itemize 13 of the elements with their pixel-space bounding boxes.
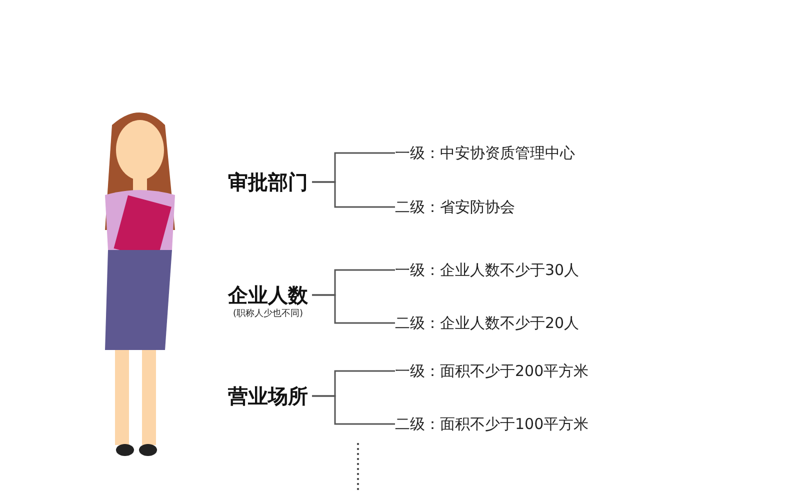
- requirement-text: 二级：面积不少于100平方米: [395, 414, 589, 435]
- requirement-text: 二级：省安防协会: [395, 197, 515, 218]
- requirement-text: 一级：中安协资质管理中心: [395, 143, 575, 164]
- requirement-text: 一级：企业人数不少于30人: [395, 260, 580, 281]
- category-heading: 营业场所: [228, 383, 308, 409]
- bracket-connector: [312, 395, 395, 425]
- requirement-text: 一级：面积不少于200平方米: [395, 361, 589, 382]
- requirement-text: 二级：企业人数不少于20人: [395, 313, 580, 334]
- bracket-connector: [312, 294, 395, 324]
- bracket-connector: [312, 181, 395, 208]
- category-heading: 审批部门: [228, 169, 308, 195]
- note-text: (职称人少也不同): [232, 308, 304, 320]
- category-heading: 企业人数: [228, 282, 308, 308]
